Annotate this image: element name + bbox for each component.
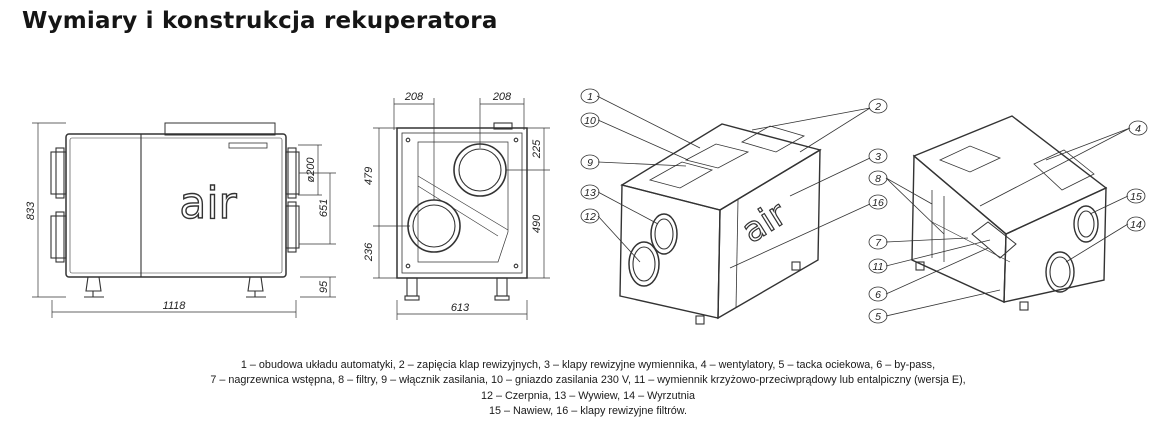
dim-front-width: 1118 (163, 300, 187, 312)
brand-logo-front: air (179, 178, 237, 229)
callout-3: 3 (875, 151, 881, 163)
duct-stub-left-bottom (50, 211, 67, 263)
callout-16: 16 (872, 197, 884, 209)
dim-duct-spacing: 651 (318, 199, 330, 217)
callout-7: 7 (875, 237, 882, 249)
technical-drawing: air 833 1118 ø200 651 95 (25, 88, 1148, 325)
duct-stub-right-top (285, 147, 300, 199)
legend: 1 – obudowa układu automatyki, 2 – zapię… (0, 358, 1176, 420)
page-title: Wymiary i konstrukcja rekuperatora (22, 8, 498, 34)
callout-8: 8 (875, 173, 881, 185)
legend-line: 7 – nagrzewnica wstępna, 8 – filtry, 9 –… (210, 374, 966, 387)
dim-feet-height: 95 (318, 280, 330, 293)
isometric-open-view (911, 115, 1108, 311)
dim-side-height-lower: 236 (363, 242, 375, 262)
duct-stub-left-top (50, 147, 67, 199)
callout-13: 13 (584, 187, 596, 199)
dim-side-height-upper: 479 (363, 167, 375, 185)
front-view: air 833 1118 ø200 651 95 (25, 122, 336, 318)
callouts (580, 88, 1148, 324)
dim-side-right-lower: 490 (531, 214, 543, 233)
dim-duct-diameter: ø200 (305, 157, 317, 183)
dim-side-right-top: 208 (492, 91, 512, 103)
callout-15: 15 (1130, 191, 1142, 203)
dim-side-right-upper: 225 (531, 139, 543, 159)
callout-9: 9 (587, 157, 593, 169)
dim-front-height: 833 (25, 201, 37, 220)
side-view: 208 208 479 236 225 490 613 (363, 91, 550, 320)
dim-side-left-top: 208 (404, 91, 424, 103)
isometric-closed-view: air (619, 123, 822, 325)
legend-line: 15 – Nawiew, 16 – klapy rewizyjne filtró… (488, 405, 688, 418)
legend-line: 1 – obudowa układu automatyki, 2 – zapię… (240, 359, 936, 371)
callout-14: 14 (1130, 219, 1142, 231)
callout-4: 4 (1135, 123, 1141, 135)
callout-5: 5 (875, 311, 881, 323)
callout-1: 1 (587, 91, 593, 103)
callout-12: 12 (584, 211, 596, 223)
callout-6: 6 (875, 289, 881, 301)
callout-11: 11 (873, 261, 884, 273)
feet (84, 276, 266, 298)
callout-10: 10 (584, 115, 596, 127)
legend-line: 12 – Czerpnia, 13 – Wywiew, 14 – Wyrzutn… (480, 389, 696, 402)
callout-2: 2 (874, 101, 881, 113)
dim-side-width: 613 (451, 302, 470, 314)
duct-stub-right-bottom (285, 201, 300, 253)
